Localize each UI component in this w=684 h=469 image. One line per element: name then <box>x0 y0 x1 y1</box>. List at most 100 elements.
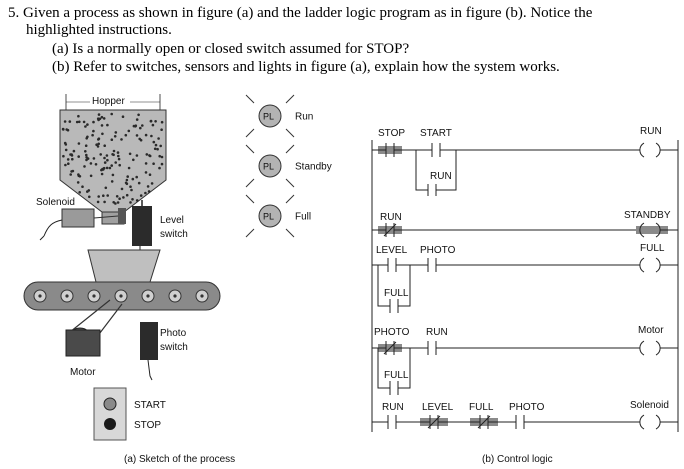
full-seal-contact <box>386 299 402 313</box>
light-ray <box>245 178 255 188</box>
hopper-pellet <box>95 143 98 146</box>
level-nc-contact <box>420 415 448 429</box>
hopper-pellet <box>103 200 106 204</box>
level-contact <box>384 258 400 272</box>
hopper-pellet <box>122 196 125 199</box>
light-ray <box>285 178 295 188</box>
hopper-pellet <box>82 120 86 124</box>
hopper-pellet <box>110 112 113 116</box>
hopper-pellet <box>88 195 91 199</box>
light-ray <box>245 128 255 138</box>
photo-switch-body <box>140 322 158 360</box>
start-label: START <box>134 400 166 411</box>
hopper-pellet <box>110 180 114 183</box>
hopper-pellet <box>154 143 158 147</box>
hopper-pellet <box>103 144 106 147</box>
hopper-pellet <box>158 154 161 158</box>
hopper-pellet <box>141 124 144 127</box>
run-seal-contact <box>424 184 440 196</box>
stop-label: STOP <box>134 420 161 431</box>
run-contact-rung5 <box>384 415 400 429</box>
pilot-label: Standby <box>295 162 332 173</box>
question-part-a: (a) Is a normally open or closed switch … <box>52 41 410 57</box>
start-button <box>103 397 117 411</box>
hopper-pellet <box>78 120 81 124</box>
hopper-pellet <box>94 163 98 166</box>
hopper-pellet <box>77 142 81 145</box>
hopper-pellet <box>127 166 131 170</box>
hopper-pellet <box>132 158 135 162</box>
rung5-level-label: LEVEL <box>422 402 454 413</box>
hopper-pellet <box>92 157 96 160</box>
run-contact-rung4 <box>424 341 440 355</box>
photo-contact <box>424 258 440 272</box>
hopper-pellet <box>116 151 120 154</box>
roller-axle <box>119 294 123 298</box>
hopper-pellet <box>137 113 140 117</box>
hopper-pellet <box>84 150 87 153</box>
solenoid-body <box>61 208 95 228</box>
roller-axle <box>38 294 42 298</box>
rung4-branch-label: FULL <box>384 370 409 381</box>
hopper-pellet <box>135 134 139 137</box>
hopper-pellet <box>103 161 107 164</box>
hopper-pellet <box>84 144 88 147</box>
hopper-pellet <box>62 128 65 131</box>
roller-axle <box>92 294 96 298</box>
hopper-pellet <box>77 173 80 176</box>
hopper-pellet <box>129 185 132 188</box>
rung5-photo-label: PHOTO <box>509 402 545 413</box>
hopper-pellet <box>96 200 100 204</box>
rung3-level-label: LEVEL <box>376 245 408 256</box>
solenoid-coil <box>639 414 661 430</box>
hopper-pellet <box>160 128 163 131</box>
hopper-pellet <box>138 137 141 141</box>
hopper-pellet <box>101 132 104 136</box>
ladder-labels: STOP START RUN RUN RUN STANDBY LEVEL PHO… <box>374 126 671 465</box>
hopper-pellet <box>149 119 153 123</box>
hopper-pellet <box>106 123 109 127</box>
hopper-pellet <box>64 148 68 152</box>
rung1-branch-label: RUN <box>430 171 452 182</box>
hopper-pellet <box>104 186 108 190</box>
rung5-run-label: RUN <box>382 402 404 413</box>
pilot-label: Full <box>295 212 311 223</box>
hopper-pellet <box>148 154 151 157</box>
rung5-full-label: FULL <box>469 402 494 413</box>
motor-body <box>65 329 101 357</box>
hopper-pellet <box>144 133 148 137</box>
hopper-pellet <box>158 166 161 170</box>
run-coil <box>639 142 661 158</box>
hopper-pellet <box>160 155 164 159</box>
hopper-pellet <box>75 120 79 124</box>
hopper-pellet <box>89 162 93 165</box>
rung1-start-label: START <box>420 128 452 139</box>
hopper-pellet <box>97 195 100 198</box>
hopper-pellet <box>87 189 91 192</box>
hopper-pellet <box>65 128 68 131</box>
pilot-label: Run <box>295 112 313 123</box>
hopper-pellet <box>68 120 72 123</box>
roller-axle <box>173 294 177 298</box>
light-ray <box>285 194 295 204</box>
light-ray <box>245 194 255 204</box>
light-ray <box>245 144 255 154</box>
hopper-pellet <box>72 149 76 153</box>
hopper-pellet <box>118 163 121 167</box>
hopper-pellet <box>113 135 117 138</box>
hopper-pellet <box>146 185 150 188</box>
hopper-pellet <box>67 162 70 165</box>
rung3-coil-label: FULL <box>640 243 665 254</box>
hopper-pellet <box>114 161 117 164</box>
hopper-pellet <box>70 153 73 156</box>
hopper-pellet <box>84 125 87 128</box>
hopper-pellet <box>144 171 148 174</box>
photo-contact-rung5 <box>512 415 528 429</box>
hopper-pellet <box>111 173 115 177</box>
hopper-pellet <box>111 153 114 156</box>
stop-button <box>104 418 116 430</box>
rung2-contact-label: RUN <box>380 212 402 223</box>
rung3-photo-label: PHOTO <box>420 245 456 256</box>
